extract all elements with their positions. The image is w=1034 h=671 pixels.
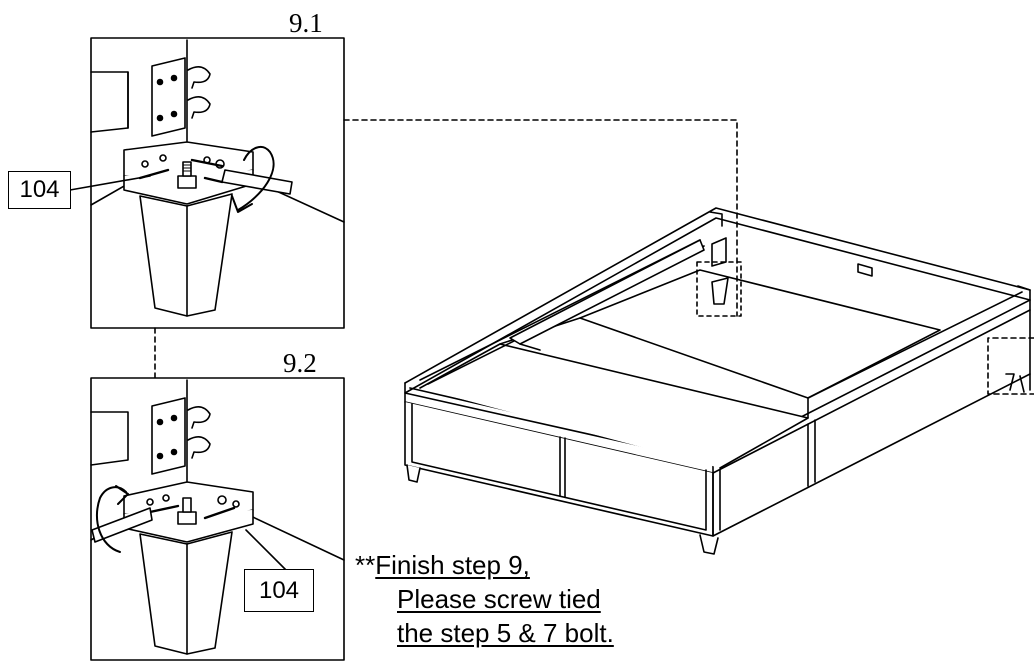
rotation-arrow-icon (95, 485, 129, 553)
part-callout-104-bottom: 104 (244, 569, 314, 612)
note-stars: ** (355, 550, 376, 580)
note-line-2: Please screw tied (397, 584, 601, 614)
leg-icon (139, 193, 233, 317)
note-line-3: the step 5 & 7 bolt. (397, 618, 614, 648)
finish-note: **Finish step 9, Please screw tied the s… (355, 548, 614, 650)
rotation-arrow-icon (231, 145, 275, 213)
bed-frame (343, 119, 1034, 555)
corner-bracket-icon (151, 397, 211, 475)
screwdriver-icon (91, 507, 153, 543)
note-line-1: Finish step 9, (375, 550, 530, 580)
detail-panel-9-2 (90, 377, 345, 661)
step-label-9-2: 9.2 (283, 348, 317, 378)
leg-icon (139, 531, 233, 655)
corner-bracket-icon (151, 57, 211, 137)
step-label-9-1: 9.1 (289, 8, 323, 38)
detail-panel-9-1 (69, 37, 345, 329)
part-callout-104-top: 104 (8, 171, 71, 209)
